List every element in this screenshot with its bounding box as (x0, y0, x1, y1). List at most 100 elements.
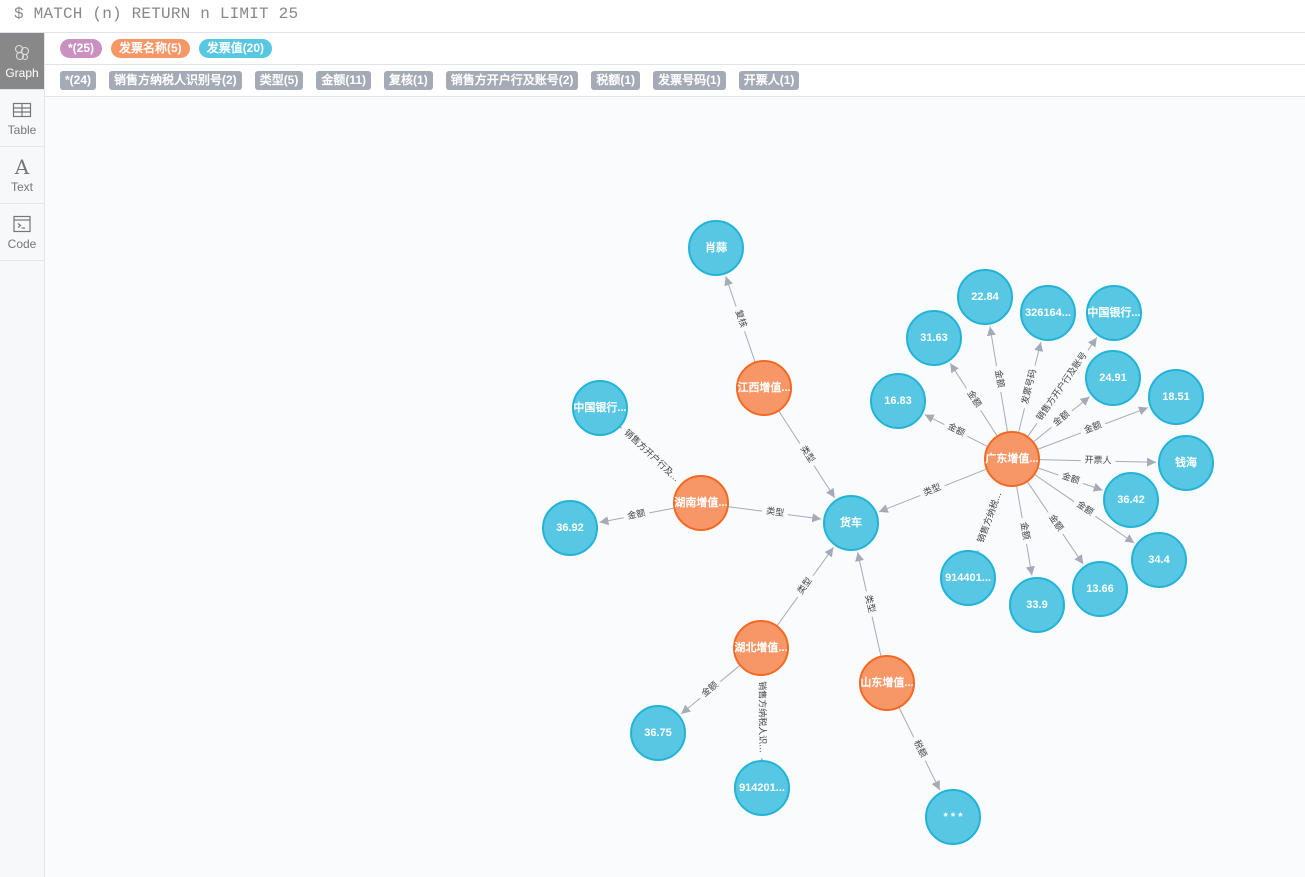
invoice-value-node[interactable]: 13.66 (1072, 561, 1128, 617)
node-label-invoice-value[interactable]: 发票值(20) (198, 39, 273, 58)
node-caption: 33.9 (1026, 599, 1047, 611)
rel-type-invoice-number[interactable]: 发票号码(1) (653, 71, 726, 90)
node-caption: 中国银行... (573, 400, 626, 414)
text-icon: A (14, 154, 30, 179)
invoice-value-node[interactable]: 钱海 (1158, 435, 1214, 491)
edge-label: 金额 (1082, 419, 1103, 437)
invoice-value-node[interactable]: 36.75 (630, 705, 686, 761)
invoice-value-node[interactable]: 34.4 (1131, 532, 1187, 588)
invoice-value-node[interactable]: 中国银行... (572, 380, 628, 436)
edges-layer: 复核类型销售方开户行及...金额类型类型金额销售方纳税人识...类型税额类型金额… (599, 276, 1157, 791)
graph-canvas[interactable]: 复核类型销售方开户行及...金额类型类型金额销售方纳税人识...类型税额类型金额… (45, 97, 1305, 877)
edge-label: 金额 (1046, 512, 1066, 534)
invoice-value-node[interactable]: 914401... (940, 550, 996, 606)
invoice-value-node[interactable]: * * * (925, 789, 981, 845)
relationship-edge[interactable]: 类型 (778, 411, 836, 499)
edge-label: 金额 (1050, 408, 1072, 429)
node-caption: 货车 (839, 515, 862, 529)
invoice-name-node[interactable]: 江西增值... (736, 360, 792, 416)
code-icon (13, 215, 31, 232)
invoice-value-node[interactable]: 24.91 (1085, 350, 1141, 406)
table-icon (12, 102, 32, 117)
relationship-edge[interactable]: 类型 (728, 505, 822, 523)
relationship-edge[interactable]: 金额 (680, 665, 740, 715)
invoice-value-node[interactable]: 326164... (1020, 285, 1076, 341)
edge-label: 销售方开户行及... (622, 427, 682, 485)
relationship-edge[interactable]: 税额 (898, 707, 941, 791)
node-caption: 22.84 (971, 291, 999, 303)
node-caption: 31.63 (920, 332, 948, 344)
invoice-value-node[interactable]: 18.51 (1148, 369, 1204, 425)
relationship-edge[interactable]: 开票人 (1039, 455, 1157, 467)
node-caption: 肖蒜 (705, 240, 727, 254)
relationship-edge[interactable]: 类型 (878, 468, 987, 513)
edge-label: 金额 (1018, 521, 1033, 541)
relationship-edge[interactable]: 销售方开户行及... (612, 419, 688, 491)
edge-label: 发票号码 (1019, 368, 1039, 406)
invoice-value-node[interactable]: 31.63 (906, 310, 962, 366)
invoice-value-node[interactable]: 914201... (734, 760, 790, 816)
invoice-value-node[interactable]: 36.92 (542, 500, 598, 556)
node-caption: 34.4 (1148, 554, 1170, 566)
graph-visualization[interactable]: 复核类型销售方开户行及...金额类型类型金额销售方纳税人识...类型税额类型金额… (45, 97, 1305, 877)
query-text[interactable]: $ MATCH (n) RETURN n LIMIT 25 (14, 5, 299, 23)
invoice-value-node[interactable]: 肖蒜 (688, 220, 744, 276)
edge-label: 类型 (862, 594, 878, 614)
node-caption: 24.91 (1099, 372, 1127, 384)
relationship-edge[interactable]: 金额 (924, 414, 988, 447)
edge-label: 类型 (798, 443, 818, 465)
query-bar[interactable]: $ MATCH (n) RETURN n LIMIT 25 (0, 0, 1305, 33)
invoice-value-node[interactable]: 22.84 (957, 269, 1013, 325)
relationship-edge[interactable]: 金额 (599, 507, 674, 526)
relationship-edge[interactable]: 复核 (724, 276, 756, 362)
rel-type-issuer[interactable]: 开票人(1) (738, 71, 800, 90)
edge-label: 税额 (911, 738, 930, 759)
sidebar-item-code[interactable]: Code (0, 204, 44, 261)
relationship-edge[interactable]: 金额 (1038, 406, 1149, 450)
invoice-value-node[interactable]: 货车 (823, 495, 879, 551)
invoice-value-node[interactable]: 中国银行... (1086, 285, 1142, 341)
relationship-edge[interactable]: 金额 (1016, 486, 1035, 576)
edge-label: 开票人 (1084, 455, 1111, 467)
rel-type-all[interactable]: *(24) (60, 71, 97, 90)
rel-type-type[interactable]: 类型(5) (254, 71, 304, 90)
invoice-value-node[interactable]: 36.42 (1103, 472, 1159, 528)
node-label-all[interactable]: *(25) (60, 39, 103, 58)
rel-type-reviewer[interactable]: 复核(1) (384, 71, 433, 90)
edge-label: 金额 (946, 420, 967, 439)
edge-label: 金额 (1074, 498, 1096, 518)
relationship-edge[interactable]: 类型 (855, 552, 882, 656)
sidebar-item-table[interactable]: Table (0, 90, 44, 147)
node-caption: * * * (944, 811, 964, 823)
invoice-value-node[interactable]: 16.83 (870, 373, 926, 429)
graph-icon (14, 44, 30, 60)
invoice-name-node[interactable]: 湖北增值... (733, 620, 789, 676)
node-label-invoice-name[interactable]: 发票名称(5) (111, 39, 190, 58)
rel-type-tax[interactable]: 税额(1) (591, 71, 641, 90)
node-caption: 山东增值... (860, 675, 913, 689)
relationship-edge[interactable]: 金额 (1038, 467, 1103, 492)
relationship-edge[interactable]: 金额 (986, 326, 1008, 432)
node-caption: 湖南增值... (674, 495, 727, 509)
invoice-name-node[interactable]: 湖南增值... (673, 475, 729, 531)
invoice-name-node[interactable]: 广东增值... (984, 431, 1040, 487)
sidebar-item-text[interactable]: A Text (0, 147, 44, 204)
edge-label: 销售方纳税... (974, 490, 1004, 544)
rel-type-seller-taxid[interactable]: 销售方纳税人识别号(2) (109, 71, 242, 90)
relationship-edge[interactable]: 金额 (1027, 481, 1084, 565)
sidebar-item-graph[interactable]: Graph (0, 33, 44, 90)
sidebar-item-label: Graph (5, 65, 39, 80)
relationship-edge[interactable]: 销售方纳税... (971, 479, 1005, 560)
relationship-edge[interactable]: 销售方纳税人识... (756, 667, 769, 768)
relationship-edge[interactable]: 类型 (776, 547, 834, 626)
node-caption: 江西增值... (737, 380, 790, 394)
invoice-value-node[interactable]: 33.9 (1009, 577, 1065, 633)
invoice-name-node[interactable]: 山东增值... (859, 655, 915, 711)
edge-label: 金额 (992, 369, 1007, 389)
sidebar-item-label: Code (7, 236, 37, 251)
rel-type-amount[interactable]: 金额(11) (316, 71, 372, 90)
rel-type-seller-bank[interactable]: 销售方开户行及账号(2) (445, 71, 579, 90)
node-caption: 36.42 (1117, 494, 1145, 506)
edge-label: 销售方纳税人识... (756, 681, 769, 753)
